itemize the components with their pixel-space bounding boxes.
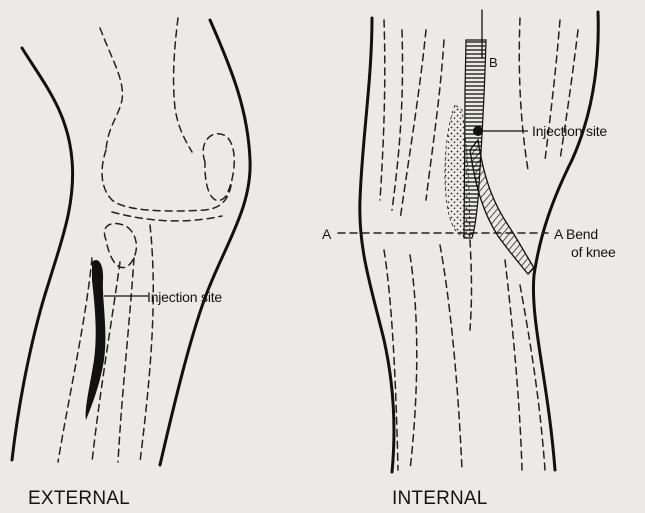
internal-center-line	[470, 240, 472, 330]
internal-tendon-9	[410, 255, 417, 470]
internal-tendon-12	[520, 285, 545, 470]
external-femur-left	[100, 28, 122, 150]
internal-tendon-5	[519, 18, 528, 170]
internal-injection-point	[473, 126, 483, 136]
internal-tendon-1	[380, 20, 385, 200]
external-femur-right	[174, 18, 192, 152]
internal-tendon-10	[440, 245, 462, 470]
knee-external-drawing	[12, 18, 250, 465]
external-caption: EXTERNAL	[28, 489, 130, 509]
internal-caption: INTERNAL	[392, 489, 488, 509]
label-a-right: A Bend	[554, 226, 598, 242]
external-tibia-line-3	[140, 225, 153, 462]
external-fibula-head	[104, 224, 136, 268]
internal-tendon-6	[545, 20, 560, 160]
external-fibula-shaft	[58, 258, 92, 462]
internal-left-outline	[360, 18, 394, 472]
label-bend-of-knee: of knee	[571, 244, 616, 260]
vein-icon	[464, 40, 486, 238]
internal-tendon-2	[392, 30, 403, 210]
internal-tendon-7	[560, 30, 578, 160]
internal-tendon-3	[400, 30, 426, 220]
internal-tendon-11	[505, 260, 522, 470]
artery-icon	[470, 140, 534, 274]
internal-injection-site-label: Injection site	[532, 123, 607, 139]
label-b: B	[489, 55, 497, 71]
external-injection-site-label: Injection site	[147, 289, 222, 305]
external-tibia-line-2	[118, 258, 134, 462]
external-tibial-plateau	[112, 212, 222, 221]
internal-tendon-4	[426, 40, 444, 200]
external-right-outline	[160, 20, 250, 465]
internal-tendon-8	[384, 250, 398, 470]
external-condyle	[102, 150, 232, 211]
label-a-left: A	[322, 226, 331, 242]
external-left-outline	[12, 48, 73, 460]
